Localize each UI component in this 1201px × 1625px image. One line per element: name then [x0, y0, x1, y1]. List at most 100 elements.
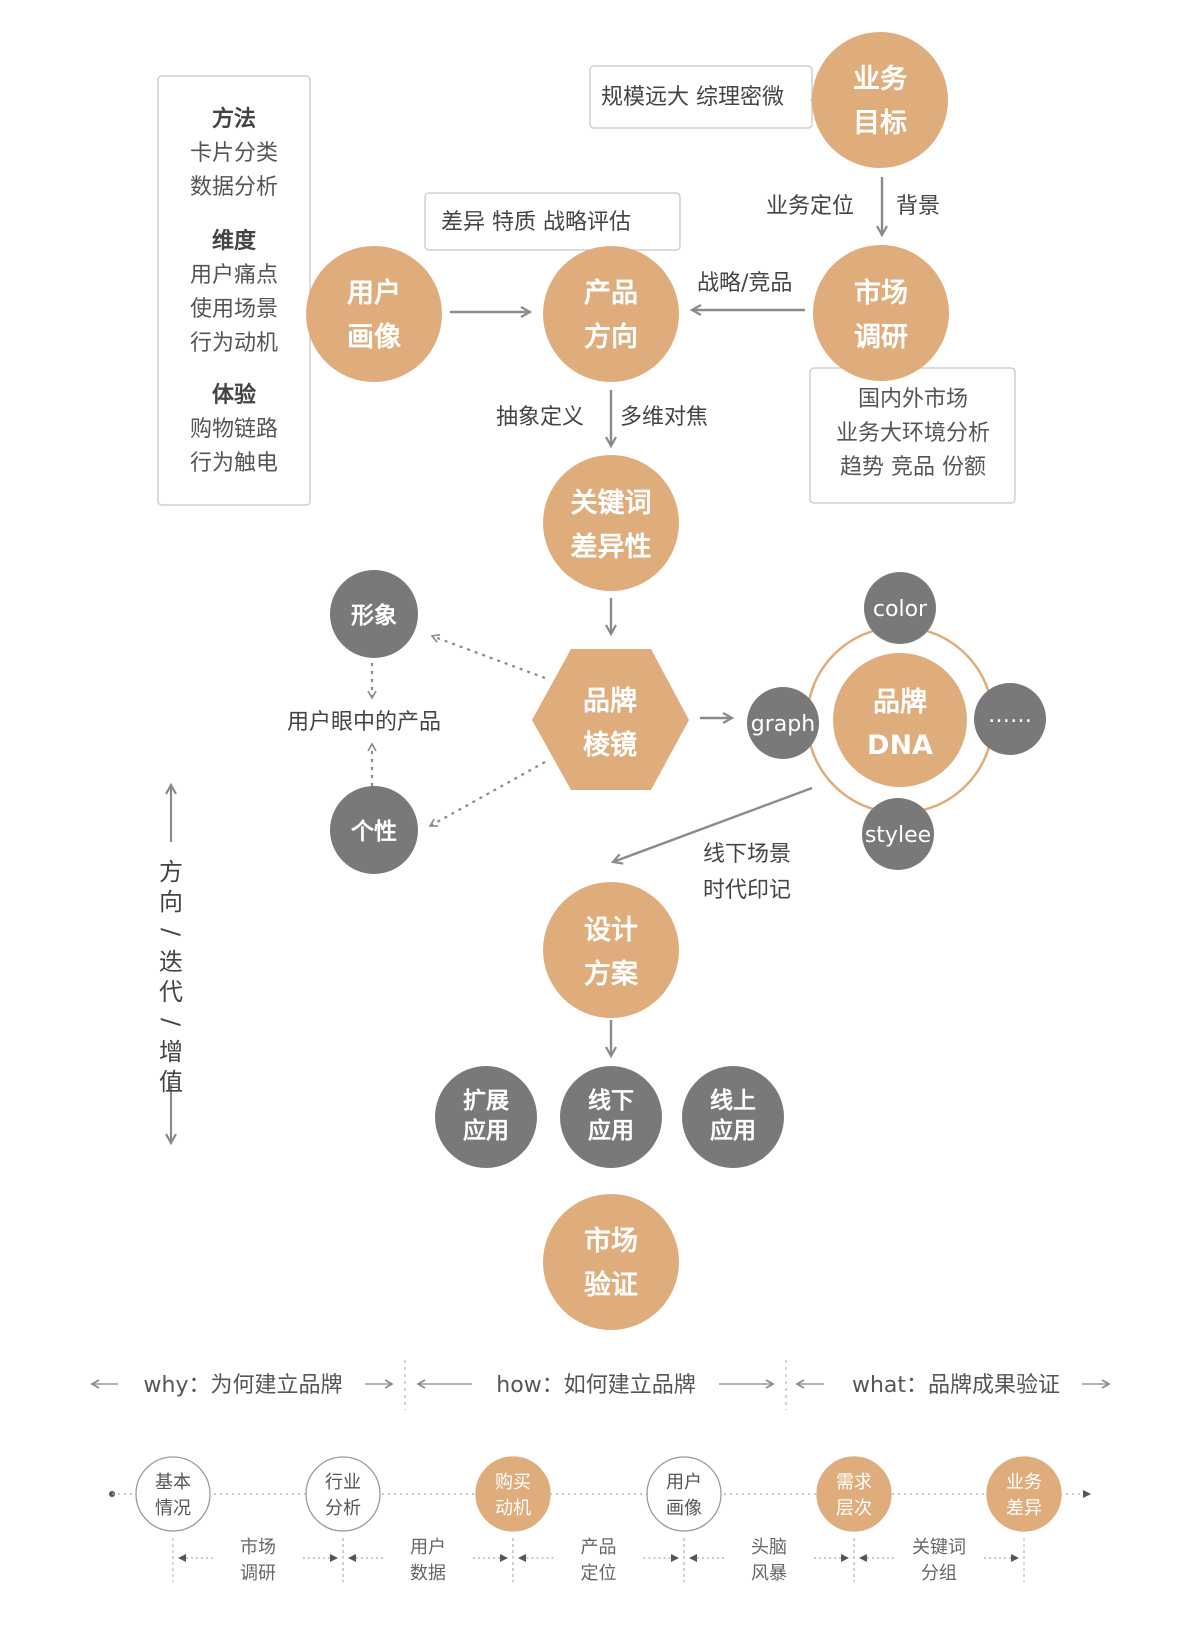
market-box-line: 国内外市场: [858, 387, 968, 412]
side-label-char: 向: [159, 888, 183, 916]
experience-title: 体验: [212, 382, 256, 408]
phase-how: how：如何建立品牌: [496, 1373, 695, 1398]
dimension-line: 用户痛点: [190, 263, 278, 288]
dna-sat-style: stylee: [865, 823, 931, 848]
node-label: 品牌: [873, 687, 927, 718]
timeline-node-label: 分析: [325, 1498, 361, 1519]
user-view-label: 用户眼中的产品: [287, 710, 441, 735]
timeline-interval-label: 风暴: [751, 1563, 787, 1584]
methods-box: 方法 卡片分类 数据分析 维度 用户痛点 使用场景 行为动机 体验 购物链路 行…: [157, 75, 311, 506]
node-label: 应用: [463, 1117, 509, 1144]
timeline-node-label: 基本: [155, 1472, 191, 1493]
node-label: 应用: [710, 1117, 756, 1144]
edge-label-multi-focus: 多维对焦: [620, 405, 708, 430]
node-design-plan: 设计 方案: [543, 882, 679, 1018]
timeline-node-label: 行业: [325, 1472, 361, 1493]
node-label: 用户: [347, 277, 401, 309]
node-market-validation: 市场 验证: [543, 1194, 679, 1330]
app-offline: 线下 应用: [560, 1066, 662, 1168]
scale-box: 规模远大 综理密微: [589, 65, 813, 129]
edge-prism-to-image: [430, 633, 546, 680]
node-keywords: 关键词 差异性: [543, 455, 679, 591]
edge-label-background: 背景: [896, 194, 940, 219]
edge-label-positioning: 业务定位: [766, 194, 854, 219]
dna-sat-color: color: [873, 597, 928, 622]
experience-line: 购物链路: [190, 417, 278, 442]
side-label-char: /: [157, 928, 185, 937]
node-label: 业务: [853, 64, 907, 95]
timeline-node-label: 差异: [1006, 1498, 1042, 1519]
node-personality: 个性: [330, 786, 418, 874]
diff-box-text: 差异 特质 战略评估: [441, 210, 631, 235]
dna-sat-graph: graph: [751, 712, 815, 737]
node-label: 市场: [584, 1225, 638, 1257]
diff-box: 差异 特质 战略评估: [424, 192, 681, 251]
timeline-node-label: 购买: [495, 1472, 531, 1493]
node-label: 方向: [584, 321, 638, 353]
node-label: 线上: [710, 1087, 756, 1114]
scale-box-text: 规模远大 综理密微: [601, 85, 784, 110]
node-label: 棱镜: [583, 730, 637, 761]
dimension-line: 行为动机: [190, 331, 278, 356]
app-extend: 扩展 应用: [435, 1066, 537, 1168]
dna-sat-more: ……: [988, 703, 1032, 728]
timeline-interval-label: 产品: [581, 1537, 617, 1558]
node-label: 方案: [584, 958, 639, 990]
experience-line: 行为触电: [190, 451, 278, 476]
methods-line: 卡片分类: [190, 141, 278, 166]
market-box-line: 趋势 竞品 份额: [840, 455, 986, 480]
timeline-interval-label: 定位: [581, 1563, 617, 1584]
market-box: 国内外市场 业务大环境分析 趋势 竞品 份额: [809, 367, 1016, 504]
timeline-interval-label: 调研: [240, 1563, 276, 1584]
methods-title: 方法: [212, 106, 256, 132]
timeline-node-label: 业务: [1006, 1472, 1042, 1493]
side-label-char: 增: [159, 1038, 183, 1066]
edge-dna-to-design: [613, 786, 813, 862]
timeline-node-label: 层次: [836, 1498, 872, 1519]
timeline-interval-label: 数据: [410, 1563, 446, 1584]
node-label: 产品: [584, 278, 638, 309]
edge-label-strategy: 战略/竞品: [697, 271, 792, 296]
node-label: 市场: [854, 277, 908, 309]
phase-what: what：品牌成果验证: [852, 1373, 1060, 1398]
timeline-node-label: 用户: [666, 1472, 702, 1493]
dimension-title: 维度: [212, 228, 257, 254]
node-label: 差异性: [571, 531, 652, 563]
timeline-interval-label: 头脑: [751, 1537, 787, 1558]
node-label: 验证: [584, 1269, 638, 1301]
brand-dna-cluster: 品牌 DNA color graph …… stylee: [747, 572, 1046, 870]
node-brand-prism: 品牌 棱镜: [532, 649, 689, 790]
node-business-goal: 业务 目标: [810, 32, 948, 168]
node-market-research: 市场 调研: [813, 245, 949, 381]
node-label: 形象: [351, 602, 397, 629]
dimension-line: 使用场景: [190, 297, 278, 322]
node-label: 关键词: [571, 487, 652, 519]
timeline-node-label: 动机: [495, 1498, 531, 1519]
side-label-char: 方: [159, 858, 183, 886]
node-label: 调研: [854, 322, 908, 353]
side-label-char: 代: [159, 978, 183, 1006]
timeline-node-label: 需求: [836, 1472, 872, 1493]
edge-prism-to-personality: [428, 761, 546, 827]
phase-bar: why：为何建立品牌 how：如何建立品牌 what：品牌成果验证: [90, 1360, 1111, 1410]
node-image: 形象: [330, 570, 418, 658]
market-box-line: 业务大环境分析: [836, 421, 990, 446]
phase-why: why：为何建立品牌: [144, 1373, 343, 1398]
edge-label-era-mark: 时代印记: [703, 878, 791, 903]
timeline-node-label: 情况: [155, 1498, 191, 1519]
methods-line: 数据分析: [190, 175, 278, 200]
timeline-interval-label: 市场: [240, 1537, 276, 1558]
side-label-char: 迭: [159, 948, 183, 976]
node-label: DNA: [867, 730, 933, 761]
side-label-char: 值: [159, 1068, 183, 1096]
app-online: 线上 应用: [682, 1066, 784, 1168]
